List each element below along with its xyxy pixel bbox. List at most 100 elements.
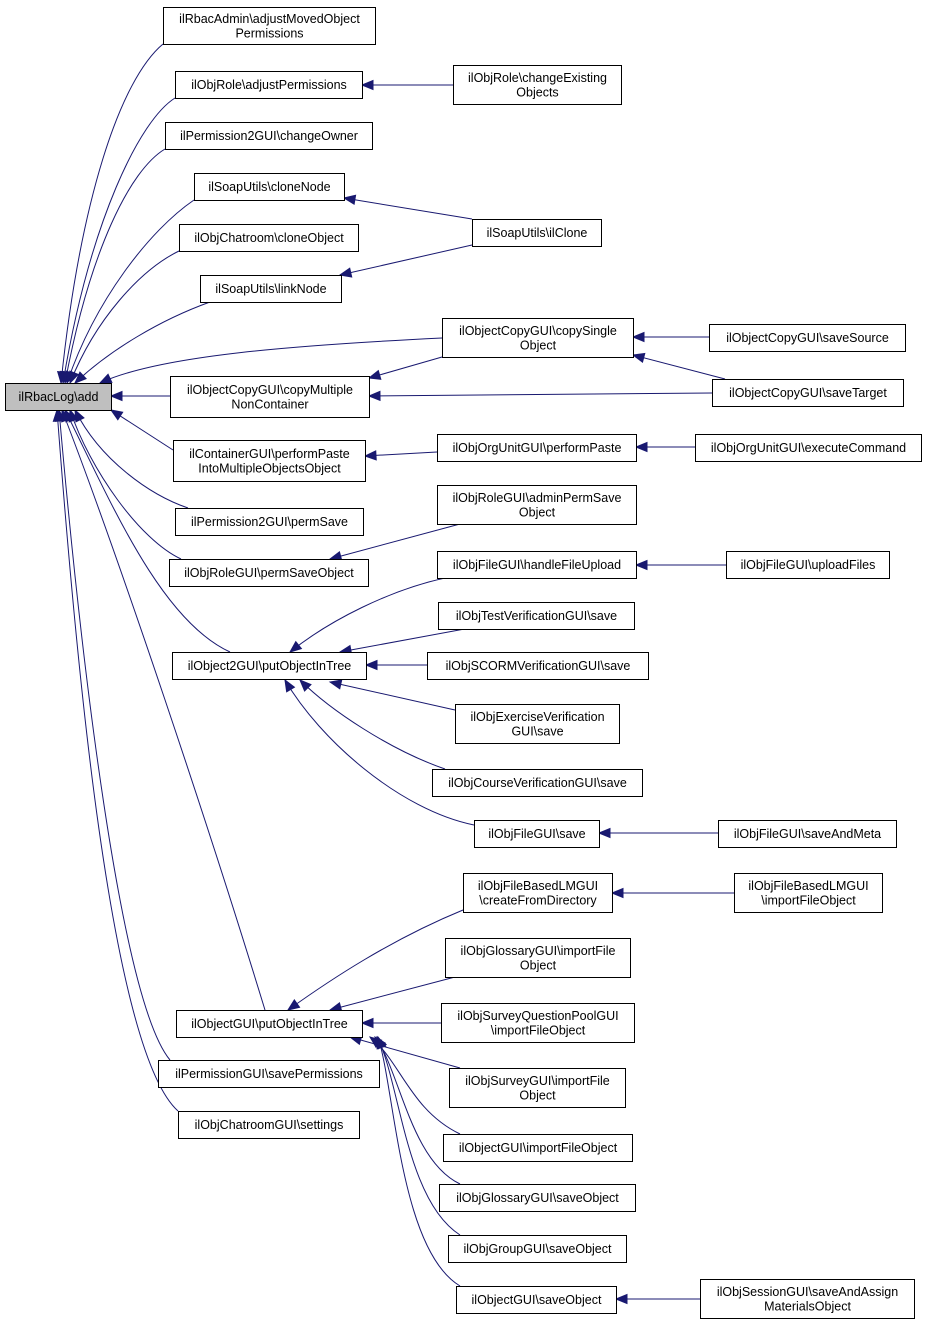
node-label: Object: [520, 958, 557, 972]
call-edge: [368, 356, 443, 379]
nodes: ilRbacLog\add ilRbacAdmin\adjustMovedObje…: [5, 7, 922, 1319]
node-label: ilObjFileGUI\saveAndMeta: [734, 827, 881, 841]
node-box: [456, 1286, 617, 1314]
caller-node[interactable]: ilObjOrgUnitGUI\executeCommand: [695, 434, 922, 462]
arrow-head: [360, 1017, 374, 1029]
node-label: Object: [519, 1088, 556, 1102]
node-label: ilPermissionGUI\savePermissions: [175, 1067, 363, 1081]
node-box: [734, 873, 883, 913]
caller-node[interactable]: ilObjFileBasedLMGUI\createFromDirectory: [463, 873, 613, 913]
node-box: [176, 1010, 363, 1038]
node-label: ilObjSCORMVerificationGUI\save: [446, 659, 631, 673]
node-label: ilObjectGUI\saveObject: [472, 1293, 602, 1307]
node-label: ilObjFileGUI\handleFileUpload: [453, 558, 621, 572]
caller-node[interactable]: ilObjRole\adjustPermissions: [175, 71, 363, 99]
call-edge: [377, 1036, 461, 1287]
call-edge: [61, 409, 266, 1011]
call-edge: [284, 679, 475, 826]
node-label: ilObjCourseVerificationGUI\save: [448, 776, 627, 790]
caller-node[interactable]: ilObjectGUI\putObjectInTree: [176, 1010, 363, 1038]
arrow-head: [363, 450, 377, 461]
caller-node[interactable]: ilObjectCopyGUI\saveTarget: [712, 379, 904, 407]
caller-node[interactable]: ilObjFileGUI\uploadFiles: [726, 551, 890, 579]
caller-node[interactable]: ilObjRoleGUI\permSaveObject: [169, 559, 369, 587]
call-edge: [329, 523, 461, 560]
caller-node[interactable]: ilObjGlossaryGUI\importFileObject: [445, 938, 631, 978]
caller-node[interactable]: ilSoapUtils\linkNode: [200, 275, 342, 303]
call-edge: [339, 627, 471, 653]
call-edge: [329, 976, 456, 1011]
node-label: ilObject2GUI\putObjectInTree: [188, 659, 352, 673]
node-label: ilObjectCopyGUI\saveSource: [726, 331, 889, 345]
node-label: ilObjGlossaryGUI\saveObject: [456, 1191, 619, 1205]
caller-node[interactable]: ilObjChatroom\cloneObject: [179, 224, 359, 252]
caller-node[interactable]: ilObjFileGUI\save: [474, 820, 600, 848]
arrow-head: [109, 409, 124, 421]
caller-node[interactable]: ilObjSessionGUI\saveAndAssignMaterialsOb…: [700, 1279, 915, 1319]
caller-node[interactable]: ilObjFileBasedLMGUI\importFileObject: [734, 873, 883, 913]
call-edge: [69, 409, 182, 560]
caller-node[interactable]: ilObjCourseVerificationGUI\save: [432, 769, 643, 797]
arrow-head: [631, 352, 646, 363]
node-box: [472, 219, 602, 247]
root-node[interactable]: ilRbacLog\add: [5, 383, 112, 411]
caller-node[interactable]: ilObject2GUI\putObjectInTree: [172, 652, 367, 680]
node-label: ilObjectGUI\putObjectInTree: [191, 1017, 348, 1031]
arrow-head: [610, 887, 624, 899]
caller-node[interactable]: ilSoapUtils\cloneNode: [194, 173, 345, 201]
arrow-head: [286, 999, 301, 1011]
node-label: ilPermission2GUI\permSave: [191, 515, 348, 529]
caller-node[interactable]: ilObjOrgUnitGUI\performPaste: [437, 434, 637, 462]
arrow-head: [109, 390, 123, 402]
node-box: [726, 551, 890, 579]
call-edge: [74, 301, 211, 384]
node-box: [709, 324, 906, 352]
node-box: [170, 376, 370, 418]
node-box: [178, 1111, 360, 1139]
node-label: ilObjectCopyGUI\copyMultiple: [187, 383, 353, 397]
node-box: [194, 173, 345, 201]
arrow-head: [328, 679, 343, 690]
caller-node[interactable]: ilObjGroupGUI\saveObject: [448, 1235, 627, 1263]
node-label: ilObjectCopyGUI\copySingle: [459, 324, 617, 338]
call-edge: [74, 409, 189, 509]
caller-node[interactable]: ilSoapUtils\ilClone: [472, 219, 602, 247]
call-edge: [287, 909, 464, 1011]
caller-node[interactable]: ilObjChatroomGUI\settings: [178, 1111, 360, 1139]
node-label: MaterialsObject: [764, 1299, 851, 1313]
node-label: GUI\save: [511, 724, 563, 738]
caller-node[interactable]: ilObjFileGUI\saveAndMeta: [718, 820, 897, 848]
node-box: [453, 65, 622, 105]
caller-node[interactable]: ilObjSurveyGUI\importFileObject: [449, 1068, 626, 1108]
node-label: \importFileObject: [761, 893, 856, 907]
node-box: [718, 820, 897, 848]
caller-node[interactable]: ilObjectGUI\importFileObject: [443, 1134, 633, 1162]
arrow-head: [364, 659, 378, 671]
caller-node[interactable]: ilObjGlossaryGUI\saveObject: [439, 1184, 636, 1212]
node-label: ilObjOrgUnitGUI\executeCommand: [711, 441, 906, 455]
caller-node[interactable]: ilObjSurveyQuestionPoolGUI\importFileObj…: [441, 1003, 635, 1043]
caller-node[interactable]: ilContainerGUI\performPasteIntoMultipleO…: [173, 440, 366, 482]
node-label: ilObjRoleGUI\permSaveObject: [184, 566, 354, 580]
caller-node[interactable]: ilPermission2GUI\changeOwner: [165, 122, 373, 150]
caller-node[interactable]: ilPermission2GUI\permSave: [175, 508, 364, 536]
call-edge: [58, 409, 171, 1061]
call-edge: [368, 392, 713, 397]
caller-node[interactable]: ilPermissionGUI\savePermissions: [158, 1060, 380, 1088]
caller-node[interactable]: ilObjectCopyGUI\saveSource: [709, 324, 906, 352]
node-box: [455, 704, 620, 744]
node-label: ilObjFileBasedLMGUI: [748, 879, 868, 893]
caller-node[interactable]: ilObjFileGUI\handleFileUpload: [437, 551, 637, 579]
caller-node[interactable]: ilObjectGUI\saveObject: [456, 1286, 617, 1314]
node-label: Object: [519, 505, 556, 519]
node-label: ilObjTestVerificationGUI\save: [456, 609, 617, 623]
caller-node[interactable]: ilObjSCORMVerificationGUI\save: [427, 652, 649, 680]
caller-node[interactable]: ilObjTestVerificationGUI\save: [438, 602, 635, 630]
